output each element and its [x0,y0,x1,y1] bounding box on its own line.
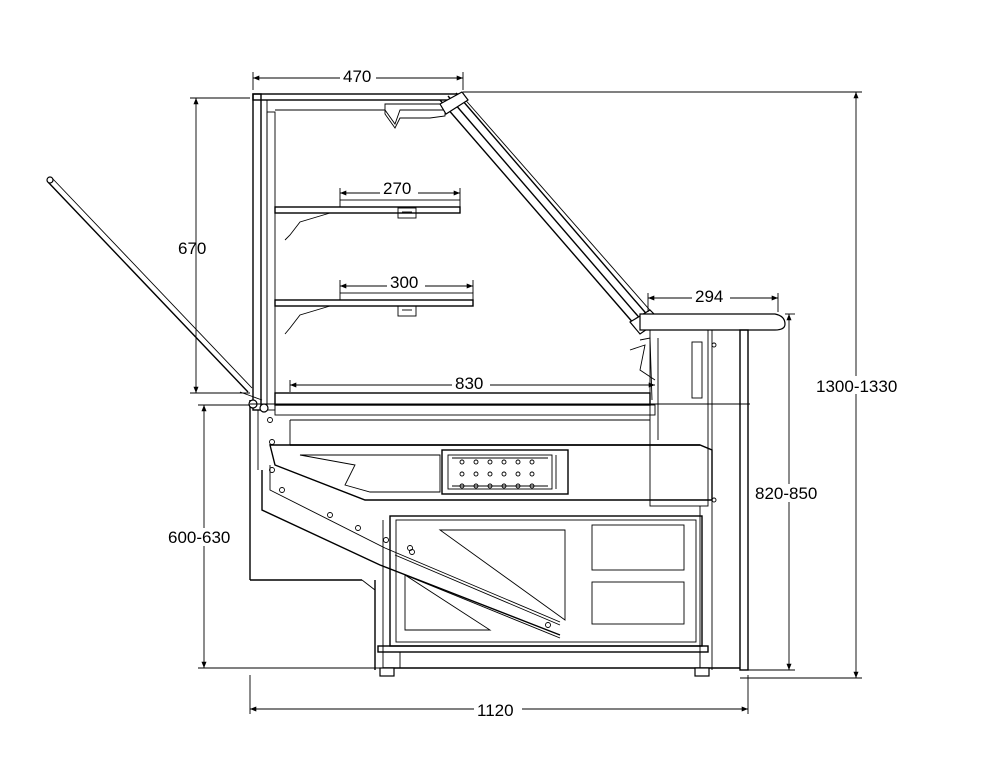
dim-deck-depth-label: 830 [455,374,483,393]
lower-cabinet [377,515,740,677]
front-lower-frame [249,400,561,670]
dim-upper-shelf-label: 270 [383,179,411,198]
upper-shelf [274,199,461,241]
dim-lower-shelf-label: 300 [390,273,418,292]
lower-shelf [274,292,474,335]
rear-worktop [639,313,786,671]
dim-deck-height-label: 600-630 [168,528,230,547]
evaporator-unit [269,444,713,501]
dim-worktop-label: 294 [695,287,723,306]
main-deck [274,337,700,446]
dim-top-width-label: 470 [343,67,371,86]
dim-total-depth-label: 1120 [477,701,514,720]
dim-counter-height-label: 820-850 [755,484,817,503]
cabinet-body [46,91,786,677]
dim-total-height-label: 1300-1330 [816,377,897,396]
opened-rear-door [46,176,269,413]
dim-shelf-height-label: 670 [178,239,206,258]
